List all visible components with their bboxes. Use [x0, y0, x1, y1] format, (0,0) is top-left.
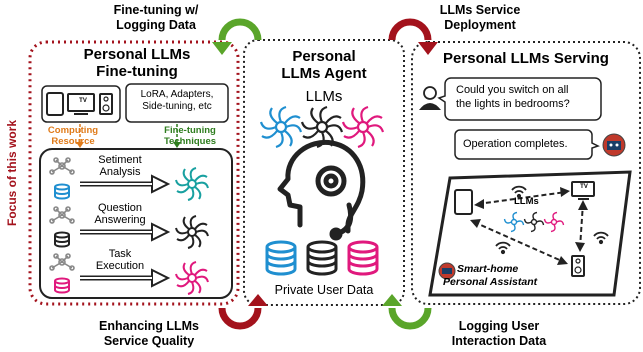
room-tablet-icon	[454, 189, 473, 215]
link-tablet-speaker	[473, 221, 565, 263]
cycle-arrow-bottom-right	[382, 294, 432, 330]
arrow-label-top-left: Fine-tuning w/Logging Data	[113, 3, 199, 32]
serving-region-border	[411, 41, 641, 305]
base-model-icon-3	[49, 253, 75, 271]
reply-text: Operation completes.	[463, 138, 568, 150]
wifi-icon-2	[593, 231, 609, 245]
computing-arrow	[76, 142, 84, 148]
focus-label: Focus of this work	[5, 120, 19, 227]
private-data-label: Private User Data	[274, 283, 374, 297]
methods-label: LoRA, Adapters,Side-tuning, etc	[140, 89, 214, 112]
private-data-icon-blue	[265, 240, 297, 276]
task-arrow-1	[80, 174, 171, 194]
task-arrow-3	[80, 268, 171, 288]
tv-icon	[67, 93, 95, 115]
speaker-icon	[99, 93, 113, 115]
tv-icon-label: TV	[79, 98, 87, 104]
finetuned-model-icon-dark	[175, 215, 209, 249]
private-data-icon-pink	[347, 240, 379, 276]
agent-head-icon	[277, 139, 366, 241]
question-bubble	[437, 77, 602, 121]
link-tablet-tv	[477, 191, 567, 205]
agent-region-border	[243, 39, 405, 306]
base-model-icon-2	[49, 206, 75, 224]
task-arrow-2	[80, 222, 171, 242]
agent-model-icon-pink	[341, 105, 385, 149]
user-avatar-icon	[419, 86, 441, 110]
wifi-icon-3	[495, 241, 511, 255]
agent-model-icon-blue	[259, 105, 303, 149]
base-model-icon-1	[49, 157, 75, 175]
methods-box	[125, 83, 229, 123]
room-llms-label: LLMs	[514, 196, 539, 207]
room-tv-label: TV	[580, 184, 588, 190]
room-speaker-icon	[571, 255, 585, 277]
room-model-icon-pink	[543, 211, 565, 233]
data-icon-blue-small	[54, 183, 70, 200]
devices-box	[41, 85, 121, 123]
room-model-icon-blue	[503, 211, 525, 233]
finetuned-model-icon-teal	[175, 167, 209, 201]
room-tv-icon	[571, 181, 595, 200]
cycle-arrow-bottom-left	[218, 294, 268, 330]
data-icon-dark-small	[54, 231, 70, 248]
wifi-icon-1	[511, 185, 527, 199]
room-assistant-icon	[438, 262, 456, 280]
private-data-icon-dark	[306, 240, 338, 276]
finetuned-model-icon-pink	[175, 261, 209, 295]
agent-llms-label: LLMs	[305, 88, 343, 105]
cycle-arrow-top-right	[388, 18, 438, 55]
techniques-arrow	[173, 142, 181, 148]
cycle-arrow-top-left	[212, 18, 262, 55]
room-model-icon-dark	[523, 211, 545, 233]
agent-model-icon-dark	[300, 105, 344, 149]
serving-title: Personal LLMs Serving	[443, 50, 609, 67]
reply-bubble	[454, 129, 600, 160]
tablet-icon	[46, 92, 64, 116]
data-icon-pink-small	[54, 277, 70, 294]
assistant-avatar-icon	[602, 133, 626, 157]
